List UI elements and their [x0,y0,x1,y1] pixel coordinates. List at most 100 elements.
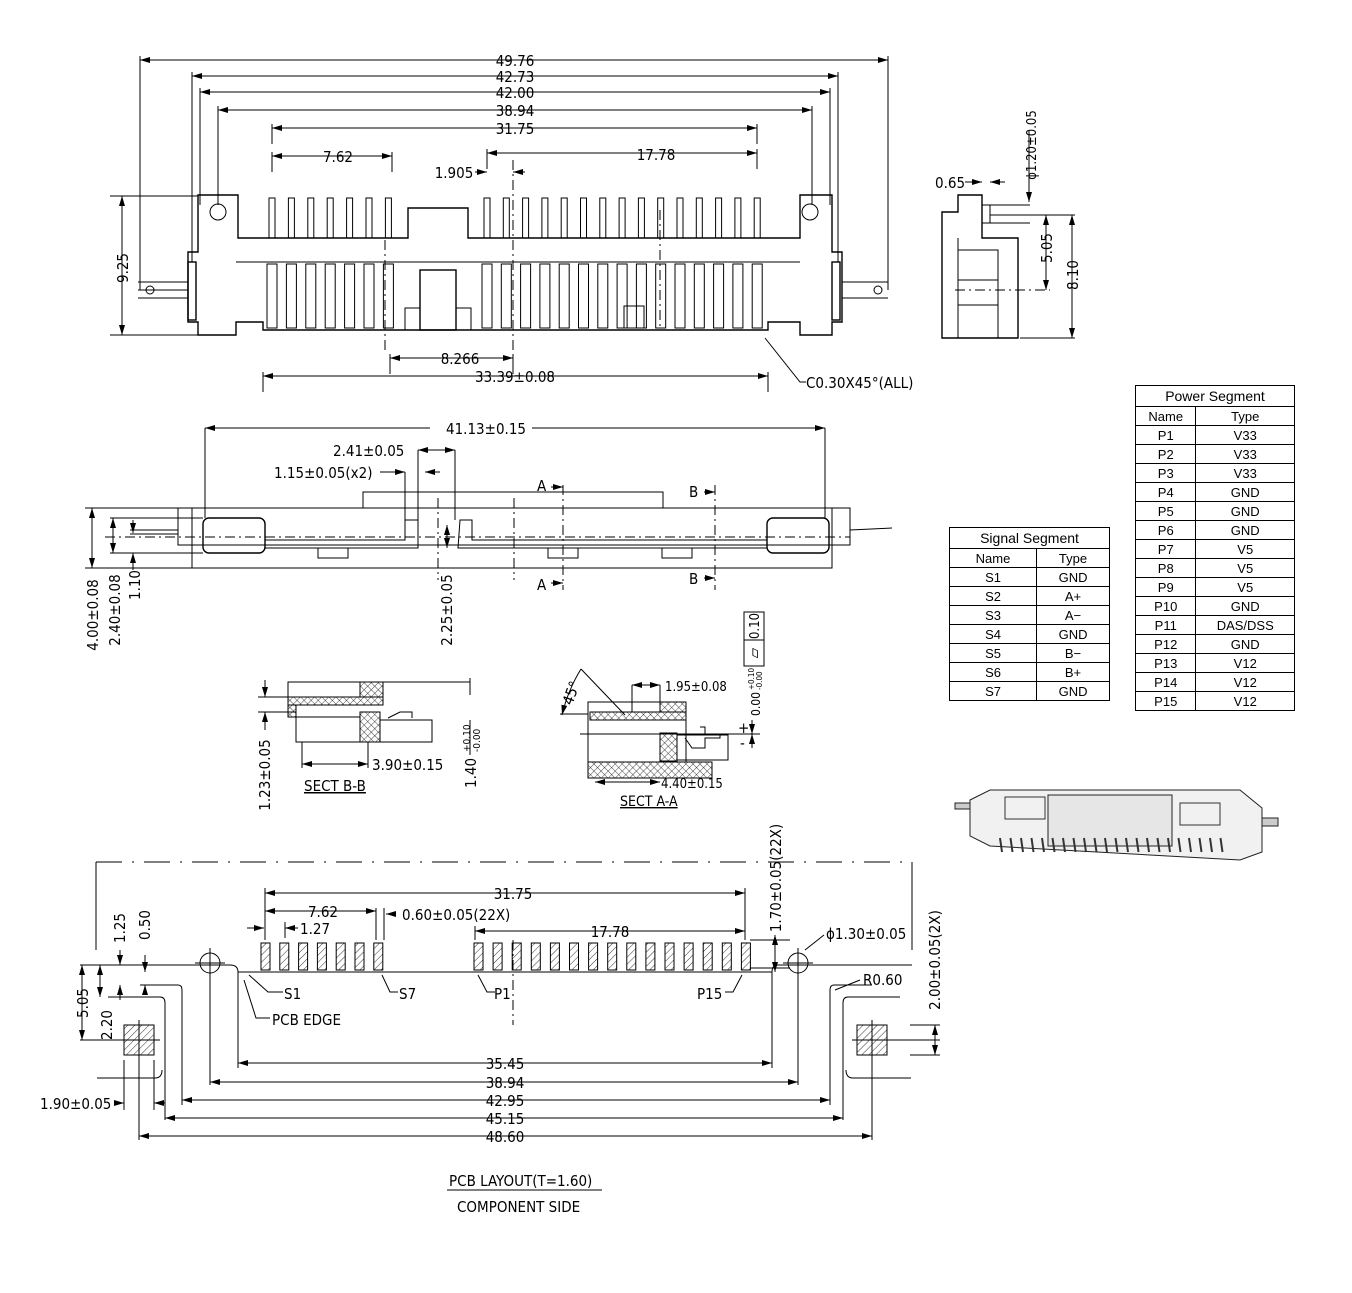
power-name-cell: P4 [1134,482,1197,502]
sect-aa-plus-sign: + [738,719,749,737]
side-dim-2-40: 2.40±0.08 [106,574,124,645]
pcb-contact-pad [530,942,541,971]
section-mark-a-top: A [537,477,547,495]
pcb-contact-pad [569,942,579,971]
sect-bb-title: SECT B-B [304,777,366,795]
power-type-cell: V12 [1195,691,1295,711]
iso-pin [1209,837,1213,853]
contact-pin [734,197,742,239]
sect-bb-dim-1-40: 1.40 [462,758,480,788]
pcb-contact-pad [335,942,346,971]
sect-aa-angle: 45° [559,679,584,708]
power-name-cell: P15 [1134,691,1197,711]
section-a-a-view [560,668,760,785]
power-name-cell: P7 [1134,539,1197,559]
iso-pin [1146,837,1150,853]
pcb-contact-pad [664,942,675,971]
signal-name-cell: S1 [948,567,1038,587]
pcb-dim-42-95: 42.95 [486,1092,525,1110]
power-name-cell: P8 [1134,558,1197,578]
contact-pin [522,197,530,239]
pcb-dim-pad-1-90: 1.90±0.05 [40,1095,111,1113]
pcb-dim-45-15: 45.15 [486,1110,525,1128]
sect-bb-tol-minus: -0.00 [472,728,483,752]
pcb-label-edge: PCB EDGE [272,1011,341,1029]
pcb-dim-17-78: 17.78 [591,923,630,941]
dim-42-00: 42.00 [496,84,535,102]
dim-31-75: 31.75 [496,120,535,138]
iso-pin [1062,837,1066,853]
pcb-contact-pad [279,942,290,971]
contact-slot [674,263,686,329]
power-type-cell: V5 [1195,539,1295,559]
chamfer-note: C0.30X45°(ALL) [806,374,913,392]
key-block [419,269,457,331]
power-type-cell: V33 [1195,463,1295,483]
sect-aa-dim-1-95: 1.95±0.08 [665,680,727,695]
end-dim-0-65: 0.65 [935,174,965,192]
signal-name-cell: S3 [948,605,1038,625]
pcb-contact-pad [298,942,309,971]
dim-42-73: 42.73 [496,68,535,86]
contact-pin [618,197,626,239]
pcb-dim-31-75: 31.75 [494,885,533,903]
contact-pin [483,197,491,239]
iso-pin [1051,837,1056,853]
iso-pin [1030,837,1035,853]
contact-pin [580,197,587,239]
contact-slot [285,263,297,329]
signal-col-name: Name [948,548,1038,568]
iso-pin [1167,837,1171,853]
contact-slot [382,263,394,329]
contact-pin [326,197,334,239]
power-type-cell: DAS/DSS [1195,615,1295,635]
contact-pin [307,197,315,239]
contact-slot [578,263,589,329]
pcb-contact-pad [740,942,751,971]
power-type-cell: V33 [1195,425,1295,445]
contact-pin [695,197,703,239]
power-type-cell: GND [1195,520,1295,540]
contact-slot [751,263,763,329]
iso-pin [999,837,1003,853]
signal-type-cell: A− [1036,605,1110,625]
dim-1-905: 1.905 [435,164,474,182]
contact-slot [305,263,317,329]
pcb-contact-pad [373,942,384,971]
flatness-symbol: ▱ [745,647,763,658]
contact-slot [266,263,278,329]
power-name-cell: P6 [1134,520,1197,540]
sect-aa-title: SECT A-A [620,794,678,810]
power-name-cell: P5 [1134,501,1197,521]
pcb-dim-pad-length: 1.70±0.05(22X) [767,824,785,932]
dim-9-25: 9.25 [114,253,132,283]
contact-pin [715,197,723,239]
pcb-contact-pad [354,942,365,971]
section-b-b-view [258,678,471,768]
top-view-dimensions [110,56,889,392]
connector-side-view [85,425,893,590]
contact-pin [384,197,392,239]
pcb-contact-pad [549,942,560,971]
sect-bb-tol-plus: +0.10 [462,724,473,752]
power-type-cell: GND [1195,596,1295,616]
pcb-layout-title: PCB LAYOUT(T=1.60) [449,1172,592,1190]
power-col-name: Name [1134,406,1197,426]
side-dim-4-00: 4.00±0.08 [84,579,102,650]
flatness-tolerance-frame [743,611,765,667]
power-type-cell: V5 [1195,577,1295,597]
power-col-type: Type [1195,406,1295,426]
pcb-contact-pad [645,942,656,971]
contact-slot [324,263,336,329]
side-dim-2-41: 2.41±0.05 [333,442,404,460]
